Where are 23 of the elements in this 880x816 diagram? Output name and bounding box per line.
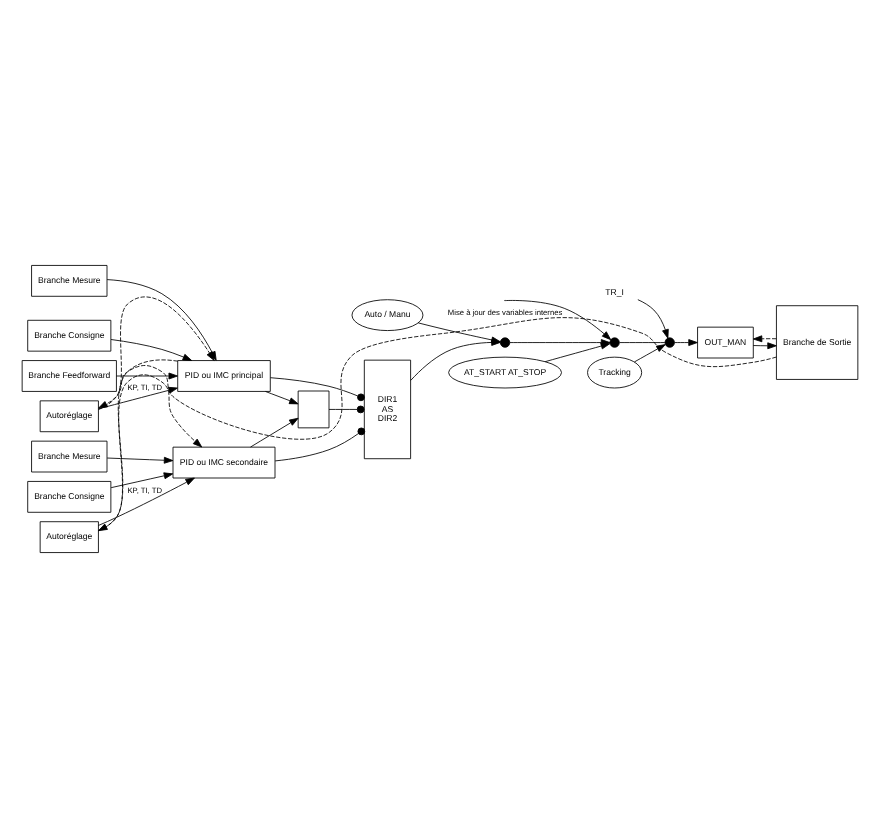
arrow (98, 316, 777, 439)
arrow (752, 334, 777, 342)
arrow (265, 390, 299, 404)
node-switch (609, 336, 620, 347)
arrow (250, 416, 299, 447)
arrow (106, 455, 174, 463)
arrow (544, 341, 611, 362)
arrow (98, 385, 178, 409)
connector (274, 426, 366, 461)
connector (619, 341, 666, 342)
connector (270, 376, 365, 401)
arrow (674, 338, 698, 345)
arrow (634, 343, 666, 362)
node-switch (499, 336, 511, 347)
node-switch (664, 336, 675, 347)
arrow (116, 371, 178, 379)
node-box (297, 389, 330, 428)
arrow (637, 298, 669, 338)
arrow (110, 471, 174, 488)
arrow (752, 341, 777, 349)
connector (328, 404, 365, 413)
arrow (98, 476, 195, 525)
arrow (110, 338, 193, 360)
